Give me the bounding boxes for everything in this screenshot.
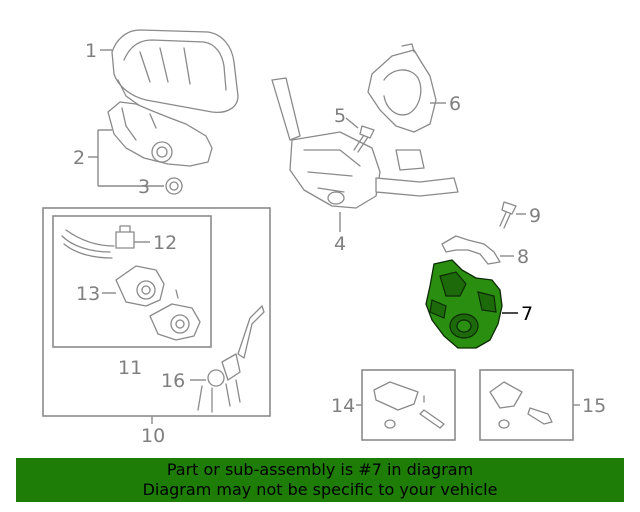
part-15-smart-key[interactable] (489, 381, 553, 429)
callout-1: 1 (85, 40, 97, 62)
fitment-notice-banner: Part or sub-assembly is #7 in diagram Di… (16, 458, 624, 502)
group-box-15 (479, 369, 574, 441)
group-box-11 (52, 215, 212, 348)
part-4-combination-switch[interactable] (271, 77, 459, 209)
part-16-key-set[interactable] (197, 305, 265, 413)
part-14-key-fob[interactable] (373, 381, 445, 429)
part-2-column-shroud[interactable] (107, 101, 213, 167)
part-13-lock-cylinder[interactable] (115, 265, 201, 341)
callout-6: 6 (449, 93, 461, 115)
callout-13: 13 (76, 283, 100, 305)
callout-5: 5 (334, 105, 346, 127)
callout-12: 12 (153, 232, 177, 254)
banner-line-2: Diagram may not be specific to your vehi… (142, 480, 498, 499)
group-box-10 (42, 207, 271, 417)
callout-10: 10 (141, 425, 165, 447)
callout-15: 15 (582, 395, 606, 417)
callout-8: 8 (517, 246, 529, 268)
callout-16: 16 (161, 370, 185, 392)
part-8-bracket[interactable] (441, 235, 501, 265)
parts-diagram: 1 2 3 4 5 6 (42, 29, 606, 447)
callout-2: 2 (73, 147, 85, 169)
part-12-wiring-connector[interactable] (61, 225, 135, 259)
part-6-clock-spring[interactable] (367, 43, 437, 133)
callout-3: 3 (138, 176, 150, 198)
part-5-screw[interactable] (353, 125, 375, 153)
part-7-ignition-lock-housing[interactable] (425, 259, 503, 349)
callout-11: 11 (118, 357, 142, 379)
part-1-cluster-cover[interactable] (111, 29, 239, 114)
callout-9: 9 (529, 205, 541, 227)
callout-14: 14 (331, 395, 355, 417)
callout-7: 7 (521, 303, 533, 325)
part-9-bolt[interactable] (499, 201, 517, 229)
leader-5 (345, 117, 359, 129)
banner-line-1: Part or sub-assembly is #7 in diagram (166, 460, 474, 479)
part-3-ring[interactable] (165, 177, 183, 195)
callout-4: 4 (334, 233, 346, 255)
